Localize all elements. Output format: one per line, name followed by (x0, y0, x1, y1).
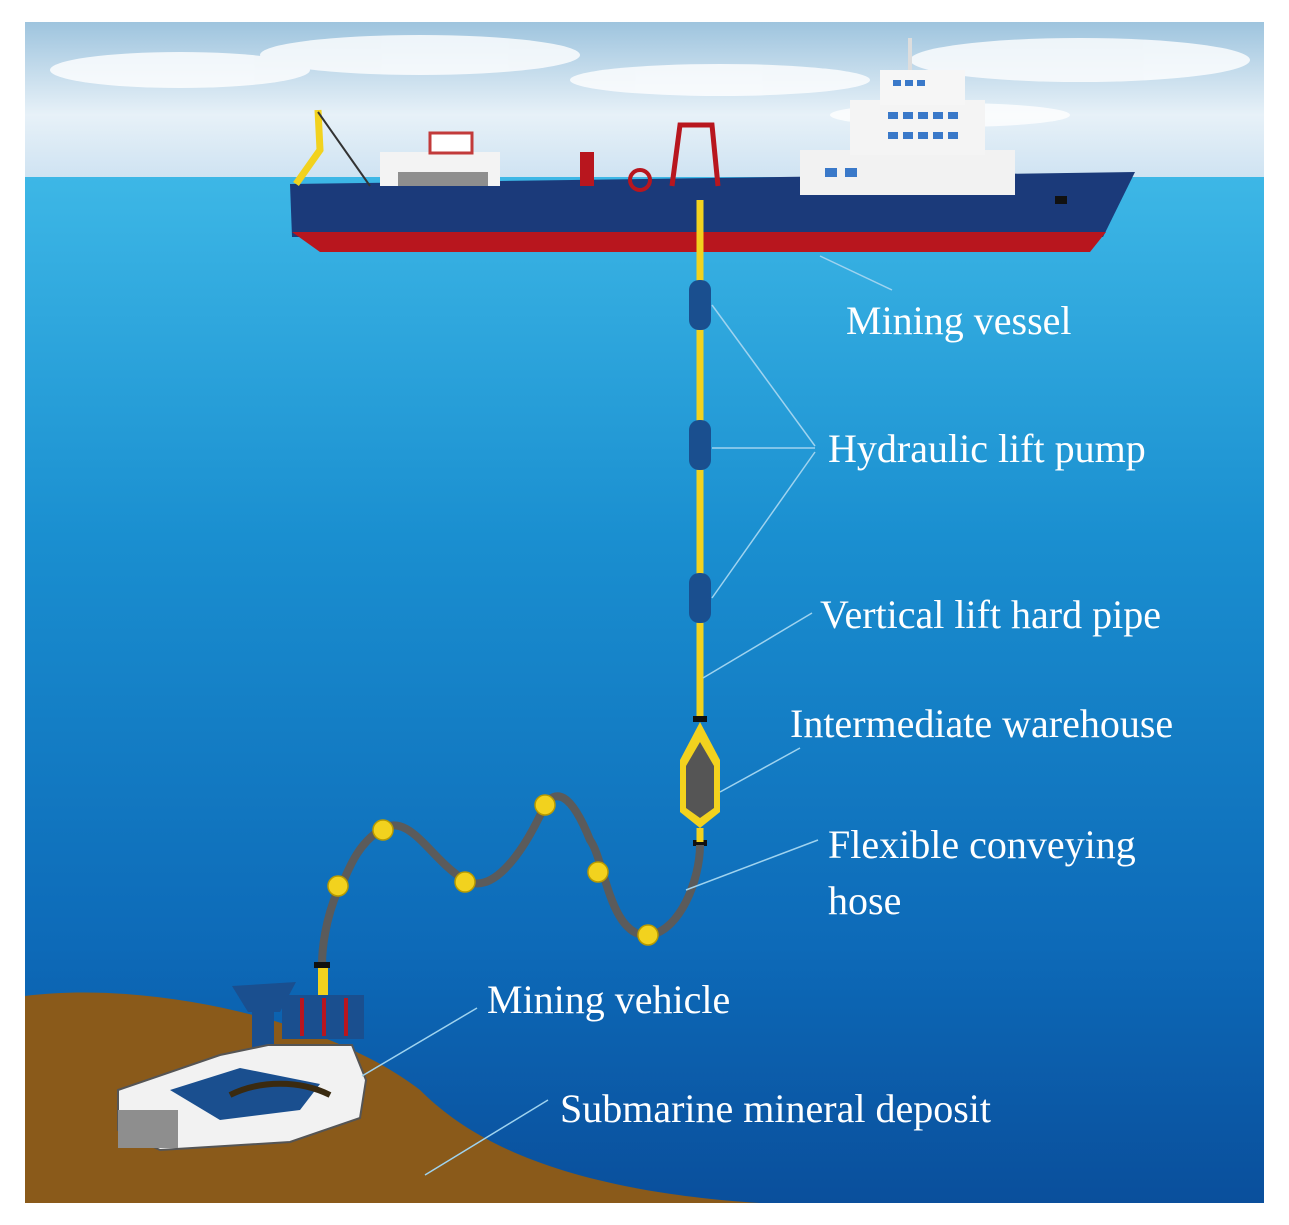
buoyancy-floats (327, 794, 659, 946)
label-mining-vehicle: Mining vehicle (487, 977, 731, 1022)
label-hydraulic-lift-pump: Hydraulic lift pump (828, 426, 1146, 471)
leader-lift-pump-3 (711, 451, 816, 599)
leader-warehouse (719, 747, 801, 793)
float (372, 819, 394, 841)
label-intermediate-warehouse: Intermediate warehouse (790, 701, 1174, 746)
label-submarine-mineral-deposit: Submarine mineral deposit (560, 1086, 992, 1131)
mining-vehicle (117, 962, 368, 1152)
float (327, 875, 349, 897)
bridge-block-upper (880, 70, 965, 105)
crane-cable (317, 111, 371, 187)
leader-seabed (424, 1099, 549, 1176)
float (454, 871, 476, 893)
label-mining-vessel: Mining vessel (846, 298, 1072, 343)
seabed (25, 992, 760, 1203)
leader-lift-pump-1 (711, 304, 816, 447)
label-flexible-conveying-hose-line2: hose (828, 878, 902, 923)
leader-mining-vehicle (361, 1007, 478, 1077)
deck-cargo (398, 172, 488, 186)
leader-mining-vessel (819, 255, 893, 291)
leader-hose (685, 839, 819, 891)
hydraulic-lift-pumps (689, 280, 711, 623)
bridge-windows (825, 80, 958, 177)
deck-house-roof (428, 131, 474, 155)
float (637, 924, 659, 946)
lift-pump (689, 280, 711, 330)
bridge-block-middle (850, 100, 985, 155)
leader-hard-pipe (702, 612, 813, 679)
hose-reel (628, 168, 652, 192)
float (534, 794, 556, 816)
crane-arm (293, 109, 324, 187)
label-flexible-conveying-hose-line1: Flexible conveying (828, 822, 1136, 867)
leader-lines (361, 255, 893, 1176)
derrick (669, 122, 721, 187)
lift-pump (689, 573, 711, 623)
mining-vessel (290, 38, 1135, 252)
stern-anchor (1055, 196, 1067, 204)
float (587, 861, 609, 883)
label-vertical-lift-hard-pipe: Vertical lift hard pipe (820, 592, 1161, 637)
intermediate-warehouse (680, 716, 720, 846)
lift-pump (689, 420, 711, 470)
winch (580, 152, 594, 186)
